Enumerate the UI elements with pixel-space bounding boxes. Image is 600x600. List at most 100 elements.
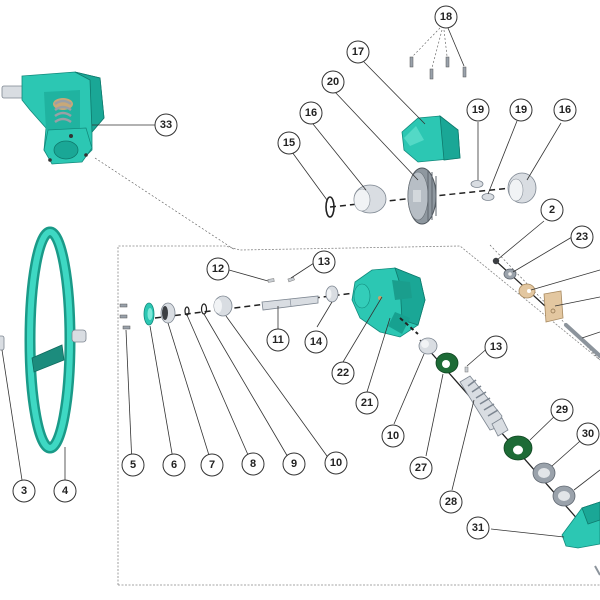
callout-8[interactable]: 8 — [241, 452, 265, 476]
leader-5 — [125, 329, 133, 465]
gearbox-assembly-part-33[interactable] — [1, 71, 105, 165]
leader-10-right — [393, 353, 425, 425]
top-cover-part-17[interactable] — [401, 115, 461, 163]
callout-12-label: 12 — [212, 263, 224, 275]
callout-28-label: 28 — [445, 496, 457, 508]
bushing-part-14[interactable] — [325, 285, 339, 303]
leader-18-a — [412, 27, 441, 57]
callout-9[interactable]: 9 — [282, 452, 306, 476]
bearing-part-10-left[interactable] — [213, 295, 233, 317]
retaining-ring-part-9[interactable] — [200, 303, 208, 315]
leader-8 — [186, 314, 253, 465]
callout-16-left[interactable]: 16 — [299, 101, 323, 125]
detail-frame — [117, 245, 600, 585]
callout-29[interactable]: 29 — [550, 398, 574, 422]
callout-6[interactable]: 6 — [162, 453, 186, 477]
callout-10-left[interactable]: 10 — [324, 451, 348, 475]
cover-flange-part-6[interactable] — [143, 302, 155, 326]
callout-8-label: 8 — [250, 458, 256, 470]
callout-12[interactable]: 12 — [206, 257, 230, 281]
callout-19-a[interactable]: 19 — [466, 98, 490, 122]
callout-33[interactable]: 33 — [154, 113, 178, 137]
callout-16-right[interactable]: 16 — [553, 98, 577, 122]
keys-part-19[interactable] — [470, 180, 495, 201]
cover-screws-part-18[interactable] — [409, 56, 467, 80]
leader-20 — [334, 91, 419, 181]
callout-23[interactable]: 23 — [570, 225, 594, 249]
assembly-to-detail-leader — [94, 157, 236, 251]
callout-23-label: 23 — [576, 231, 588, 243]
leader-6 — [149, 325, 175, 466]
callout-14[interactable]: 14 — [304, 330, 328, 354]
callout-31-label: 31 — [472, 522, 484, 534]
rod-part-right[interactable] — [564, 323, 600, 358]
washer-part-23[interactable] — [503, 268, 517, 280]
seal-part-27[interactable] — [435, 352, 459, 374]
bearing-part-16-left[interactable] — [353, 184, 387, 214]
callout-16-left-label: 16 — [305, 107, 317, 119]
callout-13-bottom[interactable]: 13 — [484, 335, 508, 359]
bearing-part-7[interactable] — [160, 302, 176, 324]
callout-7-label: 7 — [209, 459, 215, 471]
callout-18-label: 18 — [440, 11, 452, 23]
callout-28[interactable]: 28 — [439, 490, 463, 514]
callout-19-a-label: 19 — [472, 104, 484, 116]
callout-5[interactable]: 5 — [121, 453, 145, 477]
leader-13-top — [290, 262, 315, 279]
callout-30[interactable]: 30 — [576, 422, 600, 446]
callout-15[interactable]: 15 — [277, 131, 301, 155]
callout-3[interactable]: 3 — [12, 479, 36, 503]
key-part-13-top[interactable] — [287, 276, 295, 283]
leader-12 — [228, 269, 269, 282]
handwheel-part-4[interactable] — [24, 226, 87, 454]
bearing-part-30-a[interactable] — [532, 462, 556, 484]
right-shaft-axis — [496, 261, 546, 307]
callout-13-top[interactable]: 13 — [312, 250, 336, 274]
key-part-13-bottom[interactable] — [464, 366, 469, 373]
leader-22 — [342, 296, 383, 363]
leader-17 — [363, 61, 426, 125]
callout-2[interactable]: 2 — [540, 198, 564, 222]
leader-rod — [581, 331, 600, 339]
bearing-part-16-right[interactable] — [507, 172, 537, 204]
worm-gear-part-20[interactable] — [407, 167, 437, 225]
small-screw-bottom-right[interactable] — [594, 565, 600, 576]
callout-17-label: 17 — [352, 46, 364, 58]
input-shaft-part-11[interactable] — [261, 295, 319, 311]
key-part-12[interactable] — [267, 278, 275, 283]
worm-shaft-part-28[interactable] — [459, 375, 509, 437]
leader-3 — [1, 349, 23, 481]
callout-19-b[interactable]: 19 — [509, 98, 533, 122]
callout-3-label: 3 — [21, 485, 27, 497]
leader-2 — [496, 220, 545, 261]
retaining-ring-part-15[interactable] — [325, 196, 335, 218]
callout-13-bottom-label: 13 — [490, 341, 502, 353]
callout-10-right[interactable]: 10 — [381, 424, 405, 448]
leader-plate — [554, 296, 600, 307]
callout-18[interactable]: 18 — [434, 5, 458, 29]
callout-2-label: 2 — [549, 204, 555, 216]
seal-part-29[interactable] — [503, 435, 533, 461]
handwheel-nut-part-3[interactable] — [0, 335, 5, 351]
callout-11[interactable]: 11 — [266, 328, 290, 352]
screws-part-5[interactable] — [119, 303, 131, 330]
callout-20[interactable]: 20 — [321, 70, 345, 94]
end-cover-part-31[interactable] — [561, 501, 600, 549]
callout-21[interactable]: 21 — [355, 391, 379, 415]
callout-17[interactable]: 17 — [346, 40, 370, 64]
callout-27[interactable]: 27 — [409, 456, 433, 480]
callout-4[interactable]: 4 — [53, 479, 77, 503]
callout-16-right-label: 16 — [559, 104, 571, 116]
leader-18-c — [443, 29, 448, 57]
plate-part-right[interactable] — [543, 290, 564, 323]
leader-21 — [366, 317, 391, 393]
callout-22[interactable]: 22 — [331, 361, 355, 385]
callout-5-label: 5 — [130, 459, 136, 471]
callout-19-b-label: 19 — [515, 104, 527, 116]
callout-7[interactable]: 7 — [200, 453, 224, 477]
callout-31[interactable]: 31 — [466, 516, 490, 540]
housing-part-21[interactable] — [351, 267, 426, 338]
bearing-part-30-b[interactable] — [552, 485, 576, 507]
spacer-part-right[interactable] — [518, 283, 536, 299]
bearing-part-10-right[interactable] — [418, 337, 438, 355]
